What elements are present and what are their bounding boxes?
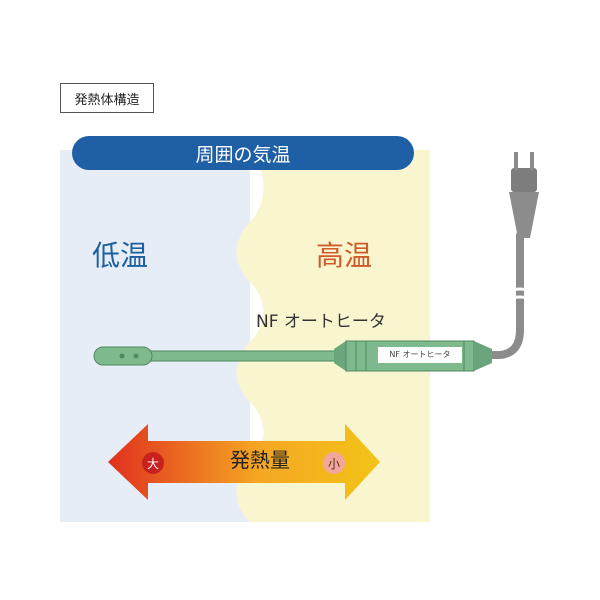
- heater-cable: [149, 350, 341, 362]
- cord-break-mark: [507, 287, 533, 302]
- cap-hole-right: [133, 353, 139, 359]
- high-temperature-label: 高温: [316, 239, 373, 272]
- plug-neck: [509, 192, 539, 238]
- heat-arrow: [108, 424, 380, 500]
- sleeve-right-taper: [474, 341, 492, 371]
- sleeve-label-plate: [378, 347, 462, 363]
- heat-output-label: 発熱量: [230, 448, 290, 472]
- structure-tag: 発熱体構造: [60, 83, 154, 113]
- plug-body: [511, 168, 537, 192]
- product-name-label: NF オートヒータ: [256, 312, 386, 332]
- ambient-temperature-label: 周囲の気温: [195, 143, 291, 166]
- badge-large: 大: [142, 452, 164, 474]
- sleeve-left-taper: [334, 341, 346, 371]
- plug-prong-left: [514, 152, 518, 170]
- sleeve-product-label: NF オートヒータ: [389, 349, 451, 359]
- plug-prong-right: [530, 152, 534, 170]
- power-cord: [458, 231, 524, 359]
- badge-small: 小: [323, 452, 345, 474]
- header-bar: [72, 136, 414, 170]
- warm-zone: [236, 150, 430, 522]
- low-temperature-label: 低温: [92, 239, 149, 272]
- cap-hole-left: [119, 353, 125, 359]
